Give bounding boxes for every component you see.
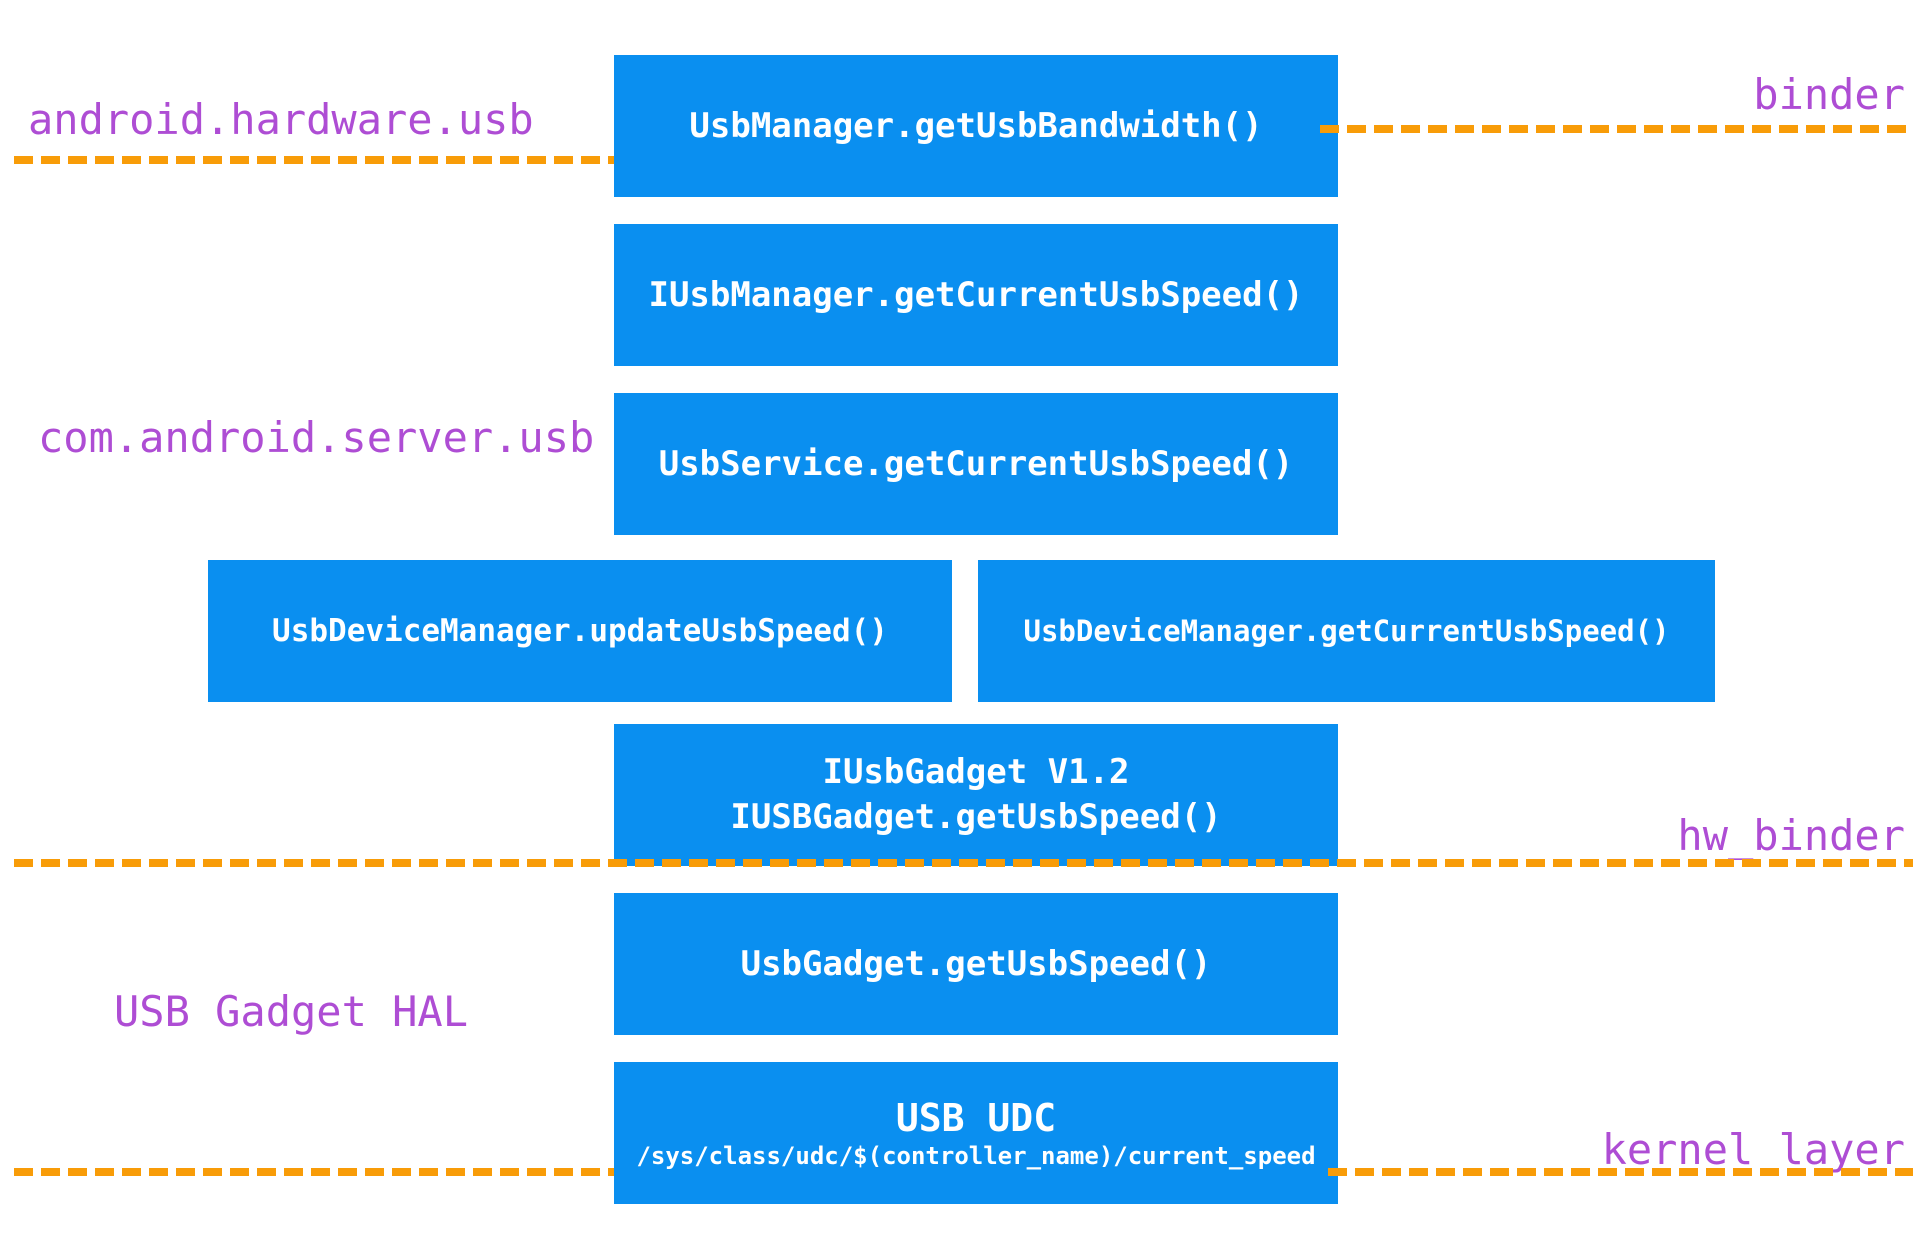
kernel-boundary-dash-right <box>1328 1168 1913 1176</box>
kernel-boundary-dash-left <box>14 1168 614 1176</box>
node-usb-service-get-current-usb-speed: UsbService.getCurrentUsbSpeed() <box>614 393 1338 535</box>
node-label: UsbService.getCurrentUsbSpeed() <box>658 444 1294 484</box>
node-usb-device-manager-get-current-usb-speed: UsbDeviceManager.getCurrentUsbSpeed() <box>978 560 1715 702</box>
binder-boundary-dash-left <box>14 156 614 164</box>
node-usb-device-manager-update-usb-speed: UsbDeviceManager.updateUsbSpeed() <box>208 560 952 702</box>
node-label-method: IUSBGadget.getUsbSpeed() <box>730 797 1222 837</box>
layer-label-binder: binder <box>1753 70 1905 119</box>
node-label: UsbDeviceManager.getCurrentUsbSpeed() <box>1023 614 1670 648</box>
node-iusb-manager-get-current-usb-speed: IUsbManager.getCurrentUsbSpeed() <box>614 224 1338 366</box>
node-label: IUsbManager.getCurrentUsbSpeed() <box>648 275 1304 315</box>
node-usb-manager-get-usb-bandwidth: UsbManager.getUsbBandwidth() <box>614 55 1338 197</box>
node-label: UsbManager.getUsbBandwidth() <box>689 106 1263 146</box>
binder-boundary-dash-right <box>1320 125 1913 133</box>
node-label-version: IUsbGadget V1.2 <box>822 752 1130 792</box>
node-label: UsbDeviceManager.updateUsbSpeed() <box>272 613 888 649</box>
node-sysfs-path: /sys/class/udc/$(controller_name)/curren… <box>636 1142 1316 1170</box>
hw-binder-boundary-dash <box>14 859 1913 867</box>
node-usb-gadget-get-usb-speed: UsbGadget.getUsbSpeed() <box>614 893 1338 1035</box>
node-iusb-gadget: IUsbGadget V1.2 IUSBGadget.getUsbSpeed() <box>614 724 1338 866</box>
layer-label-com-android-server-usb: com.android.server.usb <box>38 413 595 462</box>
layer-label-android-hardware-usb: android.hardware.usb <box>28 95 534 144</box>
node-label: UsbGadget.getUsbSpeed() <box>740 944 1212 984</box>
layer-label-usb-gadget-hal: USB Gadget HAL <box>114 987 469 1036</box>
layer-label-hw-binder: hw_binder <box>1677 811 1905 860</box>
node-title: USB UDC <box>895 1096 1057 1140</box>
layer-label-kernel-layer: kernel layer <box>1601 1125 1905 1174</box>
node-usb-udc: USB UDC /sys/class/udc/$(controller_name… <box>614 1062 1338 1204</box>
